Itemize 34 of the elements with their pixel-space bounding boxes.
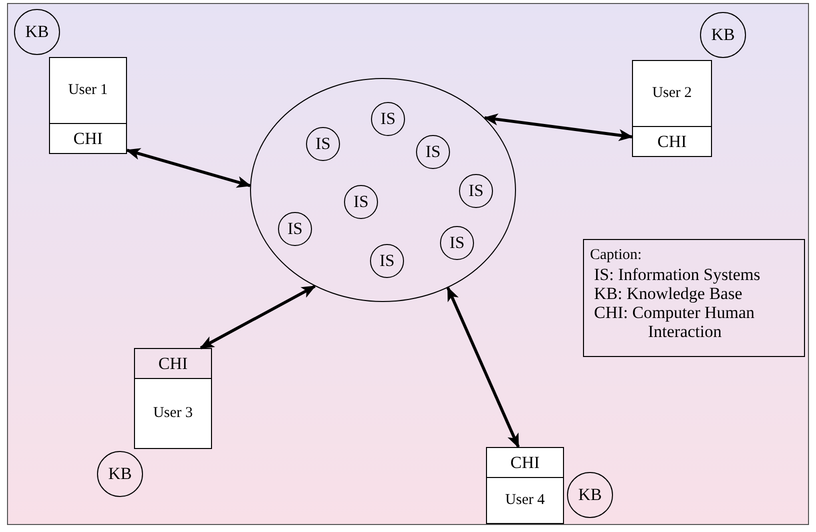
circle-label: KB (578, 484, 602, 506)
circle-label: KB (711, 24, 735, 46)
user-label: User 3 (153, 404, 193, 424)
chi-label: CHI (657, 130, 687, 153)
user-label: User 1 (68, 81, 108, 100)
chi-label: CHI (158, 352, 188, 375)
circle-label: IS (315, 133, 331, 156)
caption-entry: IS: Information Systems (593, 265, 762, 284)
chi-label: CHI (73, 128, 103, 150)
user-label: User 2 (652, 84, 692, 104)
caption-entry: KB: Knowledge Base (593, 284, 744, 303)
circle-label: KB (25, 21, 49, 44)
double-arrow (483, 114, 634, 142)
circle-label: IS (379, 250, 395, 272)
user-box (49, 57, 127, 154)
user-box (632, 60, 712, 157)
circle-label: IS (353, 191, 369, 214)
user-box (486, 447, 564, 524)
double-arrow (126, 148, 252, 188)
chi-label: CHI (510, 452, 540, 474)
user-box (134, 348, 212, 449)
caption-entry: CHI: Computer Human Interaction (593, 303, 756, 341)
double-arrow (200, 284, 316, 350)
circle-label: IS (287, 218, 303, 240)
caption-heading: Caption: (590, 246, 643, 265)
circle-label: IS (425, 141, 441, 164)
circle-label: IS (380, 108, 396, 130)
circle-label: KB (108, 463, 132, 486)
circle-label: IS (468, 180, 484, 202)
caption-box (583, 239, 805, 357)
user-label: User 4 (505, 491, 545, 510)
double-arrow (446, 286, 520, 448)
system-ellipse (250, 78, 516, 302)
circle-label: IS (449, 232, 465, 254)
